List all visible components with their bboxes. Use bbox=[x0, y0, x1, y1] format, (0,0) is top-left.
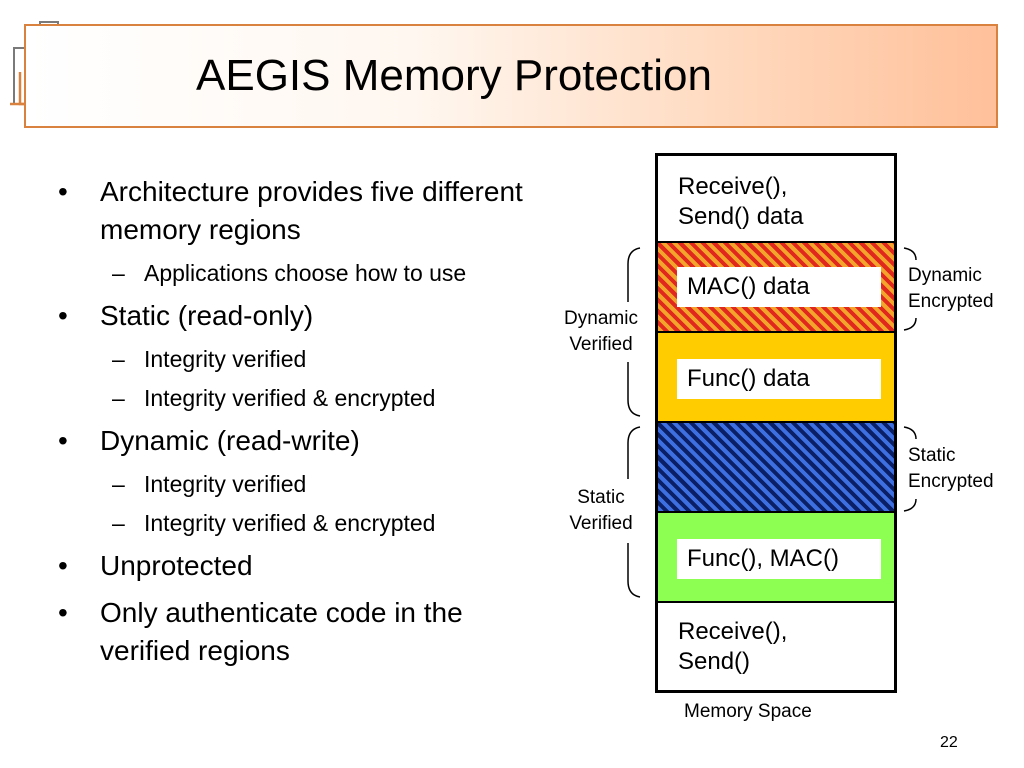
mac-data-label: MAC() data bbox=[677, 267, 881, 307]
sub-bullet-item: – Integrity verified & encrypted bbox=[112, 383, 558, 413]
region-top-text: Receive(), Send() data bbox=[678, 173, 804, 230]
sub-bullet-item: – Integrity verified bbox=[112, 469, 558, 499]
right-bracket-static-icon bbox=[903, 426, 917, 512]
region-static-encrypted bbox=[658, 423, 894, 513]
bullet-text: Dynamic (read-write) bbox=[100, 425, 360, 456]
bullet-text: Architecture provides five different mem… bbox=[100, 176, 523, 245]
bullet-mark: • bbox=[58, 176, 68, 207]
bullet-item: • Static (read-only) bbox=[58, 297, 558, 335]
func-mac-label: Func(), MAC() bbox=[677, 539, 881, 579]
sub-bullet-mark: – bbox=[112, 260, 125, 286]
left-bracket-dynamic-icon bbox=[627, 247, 641, 417]
left-bracket-static-icon bbox=[627, 426, 641, 598]
bullet-item: • Only authenticate code in the verified… bbox=[58, 594, 558, 670]
bullet-text: Static (read-only) bbox=[100, 300, 314, 331]
bullet-mark: • bbox=[58, 550, 68, 581]
bullet-mark: • bbox=[58, 300, 68, 331]
region-dynamic-verified: Func() data bbox=[658, 333, 894, 423]
region-dynamic-encrypted: MAC() data bbox=[658, 243, 894, 333]
region-static-verified: Func(), MAC() bbox=[658, 513, 894, 603]
bullet-item: • Dynamic (read-write) bbox=[58, 422, 558, 460]
region-unprotected-data: Receive(), Send() data bbox=[658, 156, 894, 243]
sub-bullet-mark: – bbox=[112, 346, 125, 372]
sub-bullet-text: Integrity verified bbox=[144, 471, 307, 497]
memory-space-diagram: Receive(), Send() data MAC() data Func()… bbox=[655, 153, 897, 693]
title-band bbox=[24, 24, 998, 128]
func-data-label: Func() data bbox=[677, 359, 881, 399]
sub-bullet-text: Integrity verified & encrypted bbox=[144, 510, 436, 536]
sub-bullet-text: Integrity verified bbox=[144, 346, 307, 372]
sub-bullet-text: Applications choose how to use bbox=[144, 260, 467, 286]
sub-bullet-text: Integrity verified & encrypted bbox=[144, 385, 436, 411]
bullet-text: Unprotected bbox=[100, 550, 253, 581]
right-bracket-dynamic-icon bbox=[903, 247, 917, 331]
memory-space-caption: Memory Space bbox=[684, 701, 812, 722]
static-encrypted-label: Static Encrypted bbox=[908, 445, 994, 492]
bullet-mark: • bbox=[58, 597, 68, 628]
region-unprotected-code: Receive(), Send() bbox=[658, 603, 894, 690]
page-number: 22 bbox=[940, 734, 958, 751]
slide-title: AEGIS Memory Protection bbox=[196, 51, 712, 100]
sub-bullet-mark: – bbox=[112, 385, 125, 411]
bullet-list: • Architecture provides five different m… bbox=[58, 164, 558, 670]
dynamic-verified-label: Dynamic Verified bbox=[564, 308, 638, 355]
bullet-item: • Architecture provides five different m… bbox=[58, 173, 558, 249]
sub-bullet-item: – Integrity verified bbox=[112, 344, 558, 374]
sub-bullet-item: – Integrity verified & encrypted bbox=[112, 508, 558, 538]
region-bottom-text: Receive(), Send() bbox=[678, 618, 788, 675]
bullet-text: Only authenticate code in the verified r… bbox=[100, 597, 463, 666]
static-verified-label: Static Verified bbox=[569, 487, 633, 534]
dynamic-encrypted-label: Dynamic Encrypted bbox=[908, 265, 994, 312]
bullet-mark: • bbox=[58, 425, 68, 456]
bullet-item: • Unprotected bbox=[58, 547, 558, 585]
sub-bullet-mark: – bbox=[112, 510, 125, 536]
sub-bullet-mark: – bbox=[112, 471, 125, 497]
sub-bullet-item: – Applications choose how to use bbox=[112, 258, 558, 288]
